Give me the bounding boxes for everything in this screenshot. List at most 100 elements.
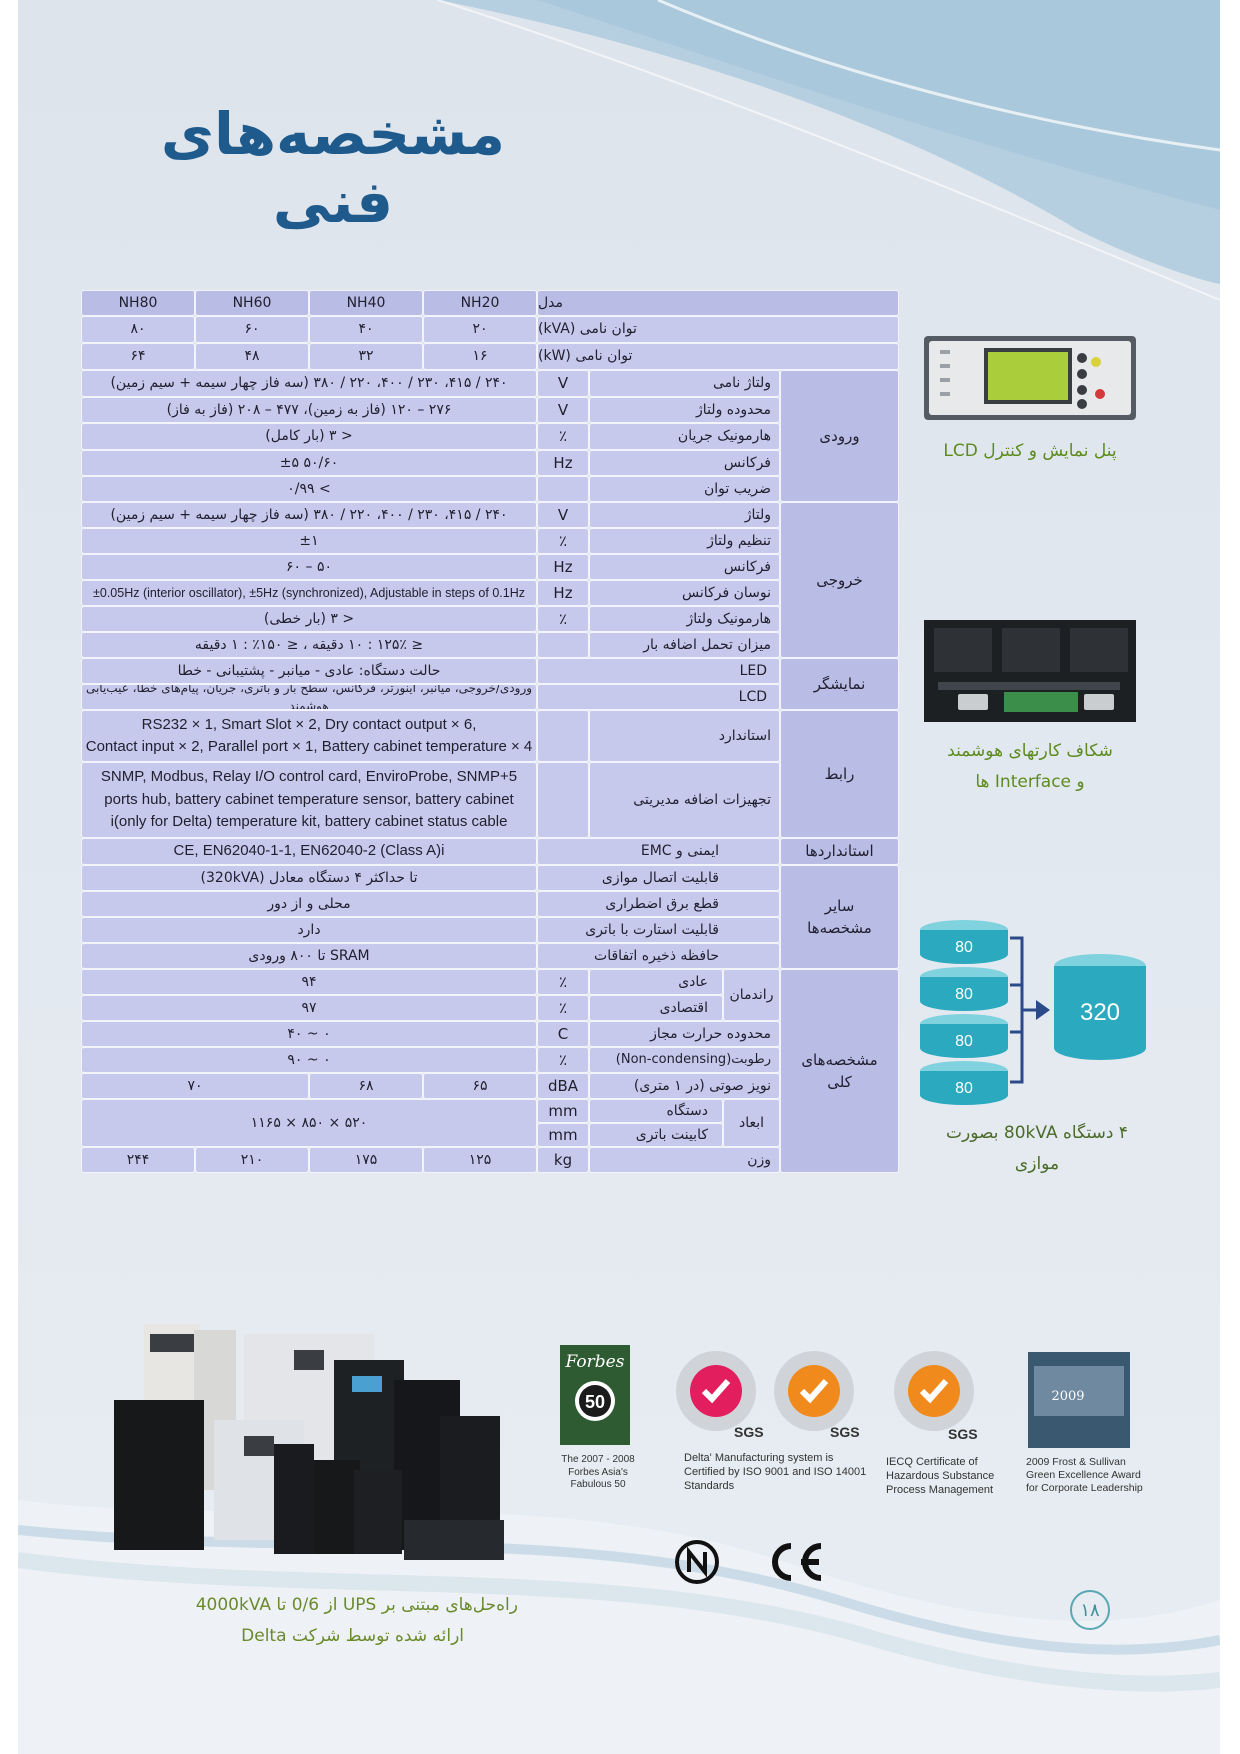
output-harmonic-label: هارمونیک ولتاژ [589, 606, 780, 632]
model-nh60: NH60 [195, 290, 309, 316]
interface-category: رابط [780, 710, 899, 838]
weight-nh40: ۱۷۵ [309, 1147, 423, 1173]
solutions-caption-line1: راه‌حل‌های مبتنی بر UPS از 0/6 تا 4000kV… [195, 1595, 518, 1615]
cylinder-label-1: 80 [955, 939, 973, 956]
model-nh80: NH80 [81, 290, 195, 316]
output-voltage-value: ۲۴۰ / ۴۱۵، ۲۳۰ / ۴۰۰، ۲۲۰ / ۳۸۰ (سه فاز … [81, 502, 537, 528]
other-parallel-value: تا حداکثر ۴ دستگاه معادل (320kVA) [81, 865, 537, 891]
iecq-badge: SGS [894, 1351, 978, 1441]
efficiency-normal-value: ۹۴ [81, 969, 537, 995]
other-category: سایر مشخصه‌ها [780, 865, 899, 969]
input-pf-unit [537, 476, 589, 502]
weight-nh20: ۱۲۵ [423, 1147, 537, 1173]
output-voltage-label: ولتاژ [589, 502, 780, 528]
noise-label: نویز صوتی (در ۱ متری) [589, 1073, 780, 1099]
page-title: مشخصه‌های فنی [160, 100, 506, 236]
spec-table: NH80 NH60 NH40 NH20 مدل ۸۰ ۶۰ ۴۰ ۲۰ توان… [81, 290, 899, 1272]
page-number: ۱۸ [1070, 1590, 1110, 1630]
other-epo-label: قطع برق اضطراری [537, 891, 780, 917]
forbes-name: Forbes [565, 1352, 625, 1372]
ups-products-image [114, 1324, 504, 1560]
forbes-number: 50 [585, 1392, 605, 1412]
kva-nh80: ۸۰ [81, 316, 195, 343]
dimensions-label: ابعاد [723, 1099, 780, 1147]
display-led-value: حالت دستگاه: عادی - میانبر - پشتیبانی - … [81, 658, 537, 684]
efficiency-eco-label: اقتصادی [589, 995, 723, 1021]
interface-optional-line1: SNMP, Modbus, Relay I/O control card, En… [100, 768, 518, 786]
output-frequency-label: فرکانس [589, 554, 780, 580]
dimensions-battery-label: کابینت باتری [589, 1123, 723, 1147]
sgs-label-1: SGS [734, 1424, 764, 1440]
efficiency-normal-unit: ٪ [537, 969, 589, 995]
interface-optional-line2: ports hub, battery cabinet temperature s… [104, 790, 514, 808]
output-frequency-unit: Hz [537, 554, 589, 580]
output-regulation-value: ±۱ [81, 528, 537, 554]
efficiency-eco-unit: ٪ [537, 995, 589, 1021]
page: مشخصه‌های فنی NH80 NH60 NH40 NH20 مدل ۸۰… [18, 0, 1220, 1754]
input-frequency-value: ۵۰/۶۰ ±۵ [81, 450, 537, 476]
frost-caption: 2009 Frost & Sullivan Green Excellence A… [1026, 1456, 1143, 1495]
sgs-label-3: SGS [948, 1426, 978, 1441]
cylinder-label-3: 80 [955, 1033, 973, 1050]
other-eventlog-value: SRAM تا ۸۰۰ ورودی [81, 943, 537, 969]
sgs-iso-badges: SGS SGS [676, 1351, 860, 1440]
other-parallel-label: قابلیت اتصال موازی [537, 865, 780, 891]
output-freq-tolerance-unit: Hz [537, 580, 589, 606]
input-voltage-unit: V [537, 370, 589, 397]
output-overload-label: میزان تحمل اضافه بار [589, 632, 780, 658]
kw-nh60: ۴۸ [195, 343, 309, 370]
output-voltage-unit: V [537, 502, 589, 528]
lcd-panel-image [924, 336, 1136, 420]
output-regulation-label: تنظیم ولتاژ [589, 528, 780, 554]
output-frequency-value: ۵۰ – ۶۰ [81, 554, 537, 580]
header-label: مدل [537, 290, 899, 316]
background-waves [18, 0, 1220, 1754]
display-category: نمایشگر [780, 658, 899, 710]
interface-standard-line1: RS232 × 1, Smart Slot × 2, Dry contact o… [141, 715, 477, 733]
temperature-unit: C [537, 1021, 589, 1047]
kw-label: توان نامی (kW) [537, 343, 899, 370]
input-frequency-label: فرکانس [589, 450, 780, 476]
dimensions-battery-unit: mm [537, 1123, 589, 1147]
kw-nh80: ۶۴ [81, 343, 195, 370]
interface-optional-value: SNMP, Modbus, Relay I/O control card, En… [81, 762, 537, 838]
input-pf-value: > ۰/۹۹ [81, 476, 537, 502]
forbes-caption: The 2007 - 2008 Forbes Asia's Fabulous 5… [561, 1454, 635, 1490]
dimensions-value: ۵۲۰ × ۸۵۰ × ۱۱۶۵ [81, 1099, 537, 1147]
noise-nh20: ۶۵ [423, 1073, 537, 1099]
humidity-unit: ٪ [537, 1047, 589, 1073]
interface-standard-label: استاندارد [589, 710, 780, 762]
display-lcd-label: LCD [537, 684, 780, 710]
efficiency-eco-value: ۹۷ [81, 995, 537, 1021]
input-category: ورودی [780, 370, 899, 502]
weight-unit: kg [537, 1147, 589, 1173]
output-category: خروجی [780, 502, 899, 658]
parallel-caption: ۴ دستگاه 80kVA بصورت موازی [946, 1123, 1128, 1174]
kva-nh60: ۶۰ [195, 316, 309, 343]
input-harmonic-label: هارمونیک جریان [589, 423, 780, 450]
input-frequency-unit: Hz [537, 450, 589, 476]
frost-year: 2009 [1051, 1389, 1084, 1404]
model-nh20: NH20 [423, 290, 537, 316]
dimensions-unit-label: دستگاه [589, 1099, 723, 1123]
humidity-value: ۰ ~ ۹۰ [81, 1047, 537, 1073]
input-range-unit: V [537, 397, 589, 423]
total-label: 320 [1080, 999, 1120, 1026]
temperature-value: ۰ ~ ۴۰ [81, 1021, 537, 1047]
interface-standard-line2: Contact input × 2, Parallel port × 1, Ba… [85, 738, 533, 755]
certification-marks [675, 1540, 822, 1584]
cards-caption: شکاف کارتهای هوشمند و Interface ها [918, 736, 1142, 797]
cylinder-label-2: 80 [955, 986, 973, 1003]
standards-value: CE, EN62040-1-1, EN62040-2 (Class A)i [81, 838, 537, 865]
input-harmonic-value: < ۳ (بار کامل) [81, 423, 537, 450]
output-overload-value: ≤ ۱۲۵٪ : ۱۰ دقیقه ، ≤ ۱۵۰٪ : ۱ دقیقه [81, 632, 537, 658]
output-freq-tolerance-label: نوسان فرکانس [589, 580, 780, 606]
input-pf-label: ضریب توان [589, 476, 780, 502]
weight-nh80: ۲۴۴ [81, 1147, 195, 1173]
interface-standard-value: RS232 × 1, Smart Slot × 2, Dry contact o… [81, 710, 537, 762]
input-harmonic-unit: ٪ [537, 423, 589, 450]
output-harmonic-unit: ٪ [537, 606, 589, 632]
other-coldstart-value: دارد [81, 917, 537, 943]
interface-optional-unit [537, 762, 589, 838]
weight-label: وزن [589, 1147, 780, 1173]
